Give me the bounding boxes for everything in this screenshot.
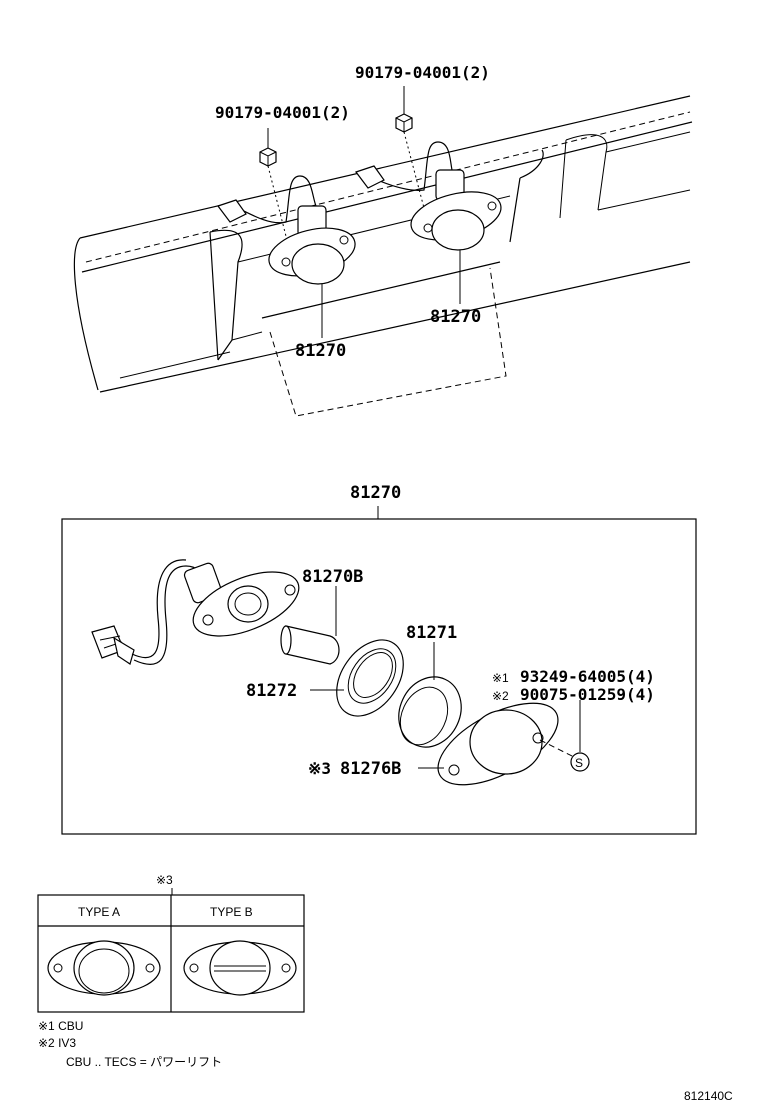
assembly-box [61, 518, 697, 835]
screw2-mark: ※2 [492, 689, 509, 703]
housing-part-number: 81276B [340, 759, 401, 779]
note-1: ※1 CBU [38, 1019, 83, 1033]
gasket-icon [336, 639, 404, 717]
lamp-left-icon [217, 175, 356, 285]
housing-cover-icon [437, 702, 559, 786]
socket-base-icon [183, 562, 300, 637]
lamp-right-icon [355, 141, 502, 251]
bumper-illustration [73, 95, 693, 417]
screw1-mark: ※1 [492, 671, 509, 685]
type-table [37, 894, 305, 1013]
screw1-part-number: 93249-64005(4) [520, 667, 655, 686]
lens-part-number: 81271 [406, 623, 457, 643]
screw-symbol [570, 752, 590, 772]
nut-right-icon [395, 113, 413, 133]
bulb-part-number: 81270B [302, 567, 363, 587]
gasket-part-number: 81272 [246, 681, 297, 701]
type-b-lamp-icon [183, 940, 297, 996]
bulb-icon [280, 625, 340, 665]
lamp-right-part-number: 81270 [430, 307, 481, 327]
screw2-part-number: 90075-01259(4) [520, 685, 655, 704]
note-3: CBU .. TECS = パワーリフト [66, 1055, 222, 1069]
type-table-mark: ※3 [156, 873, 173, 887]
type-b-header: TYPE B [210, 905, 253, 919]
nut-left-icon [259, 147, 277, 167]
lens-icon [398, 676, 462, 748]
reference-code: 812140C [684, 1089, 733, 1103]
nut-left-part-number: 90179-04001(2) [215, 103, 350, 122]
type-a-lamp-icon [47, 940, 161, 996]
assembly-part-number: 81270 [350, 483, 401, 503]
nut-right-part-number: 90179-04001(2) [355, 63, 490, 82]
housing-mark: ※3 [308, 759, 331, 778]
lamp-left-part-number: 81270 [295, 341, 346, 361]
note-2: ※2 IV3 [38, 1036, 76, 1050]
type-a-header: TYPE A [78, 905, 120, 919]
screw-symbol-label: S [575, 756, 583, 770]
